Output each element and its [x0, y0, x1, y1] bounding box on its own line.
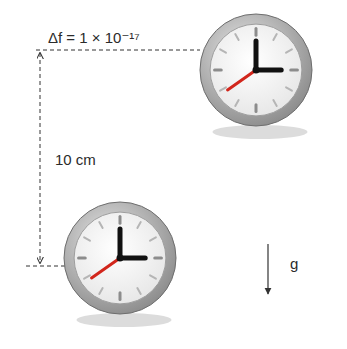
hour-hand	[256, 68, 281, 73]
clock-tick	[273, 100, 276, 106]
clock	[200, 14, 312, 139]
frequency-shift-label: Δf = 1 × 10⁻¹⁷	[48, 30, 140, 47]
clock-tick	[235, 100, 238, 106]
clock-tick	[79, 257, 86, 260]
clock-tick	[255, 29, 258, 36]
clock-tick	[99, 222, 102, 228]
clock-tick	[273, 34, 276, 40]
clock-face	[210, 24, 302, 116]
second-hand	[228, 70, 256, 90]
minute-hand	[254, 41, 259, 70]
clock-tick	[99, 288, 102, 294]
reference-line	[36, 50, 200, 51]
height-arrow	[40, 53, 41, 263]
clock-rim	[200, 14, 312, 126]
second-hand	[92, 258, 120, 278]
gravity-label: g	[290, 256, 298, 273]
minute-hand	[118, 229, 123, 258]
clock-tick	[119, 217, 122, 224]
clock	[64, 202, 176, 327]
clock-face	[74, 212, 166, 304]
clock-tick	[220, 87, 226, 90]
clock-tick	[155, 257, 162, 260]
clock-tick	[291, 69, 298, 72]
gravity-arrow	[267, 244, 268, 294]
clock-tick	[286, 87, 292, 90]
reference-line	[26, 266, 66, 267]
height-label: 10 cm	[55, 152, 96, 169]
clock-tick	[215, 69, 222, 72]
clock-shadow	[76, 313, 171, 327]
clock-tick	[220, 49, 226, 52]
clock-tick	[255, 105, 258, 112]
clock-shadow	[212, 125, 307, 139]
clock-tick	[137, 222, 140, 228]
clock-tick	[286, 49, 292, 52]
hour-hand	[120, 256, 145, 261]
clock-rim	[64, 202, 176, 314]
clock-tick	[137, 288, 140, 294]
clock-pin	[253, 67, 260, 74]
clock-tick	[150, 237, 156, 240]
clock-tick	[119, 293, 122, 300]
clock-tick	[235, 34, 238, 40]
clock-tick	[84, 237, 90, 240]
clock-pin	[117, 255, 124, 262]
clock-tick	[84, 275, 90, 278]
clock-tick	[150, 275, 156, 278]
